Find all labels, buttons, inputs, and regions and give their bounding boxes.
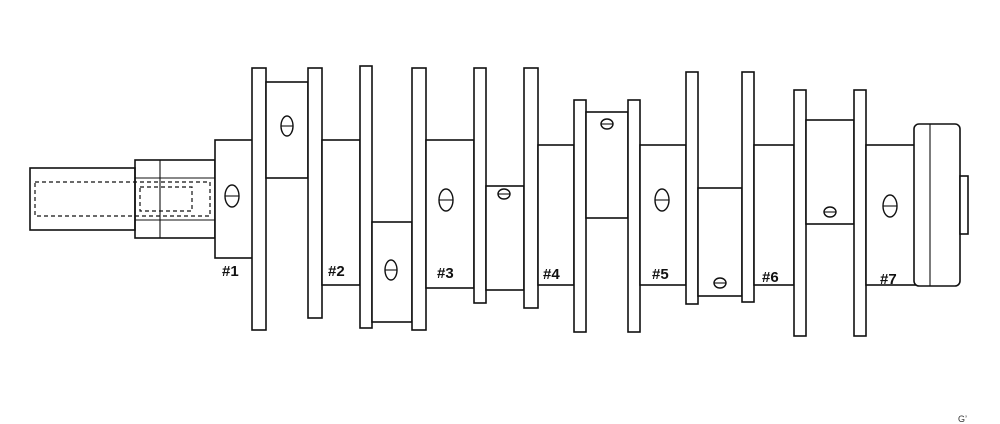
corner-code: G’: [958, 414, 967, 424]
journal-label-7: #7: [880, 271, 897, 288]
crank-section-3: [425, 67, 539, 309]
journal-label-6: #6: [762, 269, 779, 286]
crank-section-7: [865, 123, 969, 287]
crank-section-2: [321, 65, 427, 331]
crank-section-5: [639, 71, 755, 305]
crank-section-4: [537, 99, 641, 333]
crank-section-6: [753, 89, 867, 337]
journal-label-3: #3: [437, 265, 454, 282]
journal-label-4: #4: [543, 266, 560, 283]
journal-label-2: #2: [328, 263, 345, 280]
crank-section-1: [224, 67, 323, 331]
journal-label-5: #5: [652, 266, 669, 283]
front-snout: [29, 139, 256, 259]
journal-label-1: #1: [222, 263, 239, 280]
